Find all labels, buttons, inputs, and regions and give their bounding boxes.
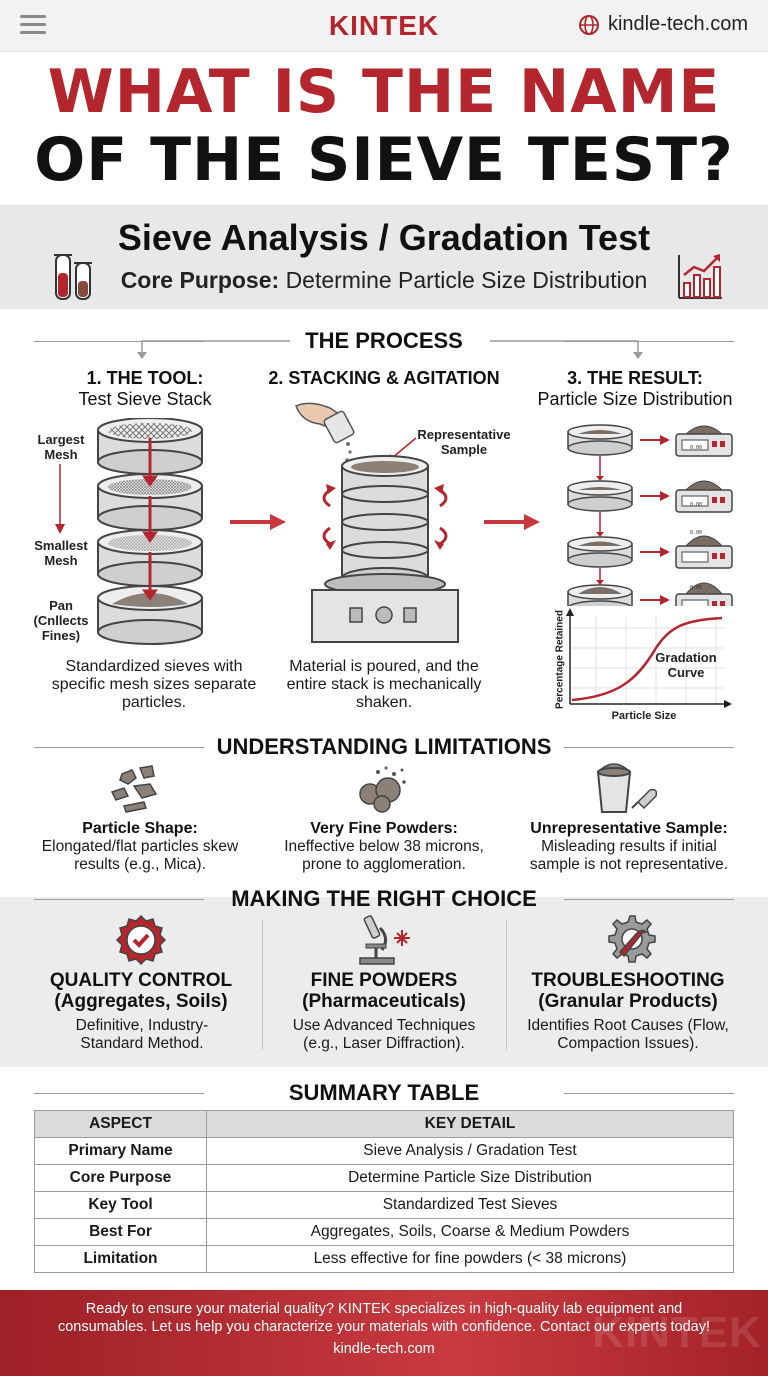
y-axis-label: Percentage Retained: [554, 610, 566, 709]
microscope-icon: [359, 915, 410, 965]
purpose-text: Determine Particle Size Distribution: [285, 267, 648, 293]
choice-heading: MAKING THE RIGHT CHOICE: [34, 886, 734, 912]
detail-cell: Less effective for fine powders (< 38 mi…: [206, 1245, 734, 1273]
table-row: Core Purpose Determine Particle Size Dis…: [34, 1164, 734, 1192]
arrow-right-icon: [230, 514, 286, 530]
detail-cell: Aggregates, Soils, Coarse & Medium Powde…: [206, 1218, 734, 1246]
limitation-3-title: Unrepresentative Sample:: [530, 820, 728, 837]
column-header: KEY DETAIL: [206, 1110, 734, 1138]
bar-chart-icon: [678, 254, 722, 299]
balance-readout: 0.00: [689, 585, 703, 591]
top-bar: KINTEK kindle-tech.com: [0, 0, 768, 52]
limitation-1-title: Particle Shape:: [82, 820, 198, 837]
limitation-2-text: Ineffective below 38 microns, prone to a…: [284, 838, 484, 873]
sieve-results-illustration: [567, 424, 733, 606]
footer-cta: Ready to ensure your material quality? K…: [0, 1290, 768, 1376]
gear-wrench-icon: [608, 915, 656, 963]
table-header-row: ASPECT KEY DETAIL: [34, 1110, 734, 1138]
balance-readout: 0.00: [689, 530, 703, 536]
aspect-cell: Limitation: [34, 1245, 207, 1273]
aspect-cell: Primary Name: [34, 1137, 207, 1165]
choice-2-text: Use Advanced Techniques (e.g., Laser Dif…: [292, 1017, 476, 1052]
arrow-right-icon: [484, 514, 540, 530]
detail-cell: Determine Particle Size Distribution: [206, 1164, 734, 1192]
label-pan: Pan (Cnllects Fines): [33, 598, 89, 643]
limitation-3-text: Misleading results if initial sample is …: [529, 838, 729, 873]
sieve-stack-illustration: [97, 418, 203, 645]
aspect-cell: Best For: [34, 1218, 207, 1246]
choice-2-title: FINE POWDERS (Pharmaceuticals): [302, 970, 466, 1012]
table-row: Key Tool Standardized Test Sieves: [34, 1191, 734, 1219]
gradation-curve-label: Gradation Curve: [655, 650, 717, 680]
mesh-arrow: [55, 464, 65, 534]
divider: [506, 920, 507, 1050]
bucket-scoop-icon: [596, 763, 658, 813]
table-heading: SUMMARY TABLE: [34, 1080, 734, 1106]
gradation-curve-graph: [566, 608, 732, 708]
step-2-title: 2. STACKING & AGITATION: [268, 368, 500, 388]
balance-readout: 0.00: [689, 502, 703, 508]
table-row: Best For Aggregates, Soils, Coarse & Med…: [34, 1218, 734, 1246]
step-1-description: Standardized sieves with specific mesh s…: [51, 658, 257, 711]
title-line-2: OF THE SIEVE TEST?: [34, 125, 734, 195]
check-badge-icon: [115, 914, 167, 966]
step-1-title: 1. THE TOOL: Test Sieve Stack: [78, 368, 212, 409]
column-header: ASPECT: [34, 1110, 207, 1138]
footer-text: Ready to ensure your material quality? K…: [57, 1301, 711, 1335]
sieve-shaker-illustration: [295, 402, 459, 643]
summary-band: Sieve Analysis / Gradation Test Core Pur…: [0, 205, 768, 309]
label-representative-sample: Representative Sample: [417, 427, 511, 457]
balance-readout: 0.00: [689, 445, 703, 451]
process-heading: THE PROCESS: [34, 328, 734, 354]
divider: [262, 920, 263, 1050]
rocks-icon: [110, 765, 158, 813]
detail-cell: Standardized Test Sieves: [206, 1191, 734, 1219]
summary-table: ASPECT KEY DETAIL Primary Name Sieve Ana…: [34, 1110, 734, 1273]
hamburger-icon[interactable]: [20, 15, 46, 35]
choice-3-text: Identifies Root Causes (Flow, Compaction…: [527, 1017, 729, 1052]
title-line-1: WHAT IS THE NAME: [47, 57, 721, 127]
limitation-1-text: Elongated/flat particles skew results (e…: [41, 838, 239, 873]
choice-3-title: TROUBLESHOOTING (Granular Products): [531, 970, 725, 1012]
x-axis-label: Particle Size: [611, 710, 677, 722]
aspect-cell: Core Purpose: [34, 1164, 207, 1192]
choice-1-text: Definitive, Industry-Standard Method.: [75, 1017, 209, 1052]
label-largest-mesh: Largest Mesh: [37, 432, 85, 462]
core-purpose: Core Purpose: Determine Particle Size Di…: [0, 267, 768, 294]
limitations-heading: UNDERSTANDING LIMITATIONS: [34, 734, 734, 760]
limitation-2-title: Very Fine Powders:: [310, 820, 458, 837]
choice-1-title: QUALITY CONTROL (Aggregates, Soils): [49, 970, 233, 1012]
table-row: Primary Name Sieve Analysis / Gradation …: [34, 1137, 734, 1165]
page-title: WHAT IS THE NAME OF THE SIEVE TEST?: [0, 58, 768, 194]
powder-clump-icon: [359, 766, 406, 813]
site-url: kindle-tech.com: [607, 13, 748, 35]
site-link[interactable]: kindle-tech.com: [578, 13, 748, 36]
step-2-description: Material is poured, and the entire stack…: [286, 658, 482, 711]
label-smallest-mesh: Smallest Mesh: [34, 538, 88, 568]
globe-icon: [578, 14, 599, 35]
test-name: Sieve Analysis / Gradation Test: [117, 217, 651, 258]
detail-cell: Sieve Analysis / Gradation Test: [206, 1137, 734, 1165]
table-row: Limitation Less effective for fine powde…: [34, 1245, 734, 1273]
footer-link[interactable]: kindle-tech.com: [333, 1341, 435, 1357]
aspect-cell: Key Tool: [34, 1191, 207, 1219]
process-bracket: [137, 340, 643, 359]
test-tubes-icon: [54, 254, 92, 300]
purpose-label: Core Purpose:: [120, 267, 280, 293]
step-3-title: 3. THE RESULT: Particle Size Distributio…: [537, 368, 733, 409]
